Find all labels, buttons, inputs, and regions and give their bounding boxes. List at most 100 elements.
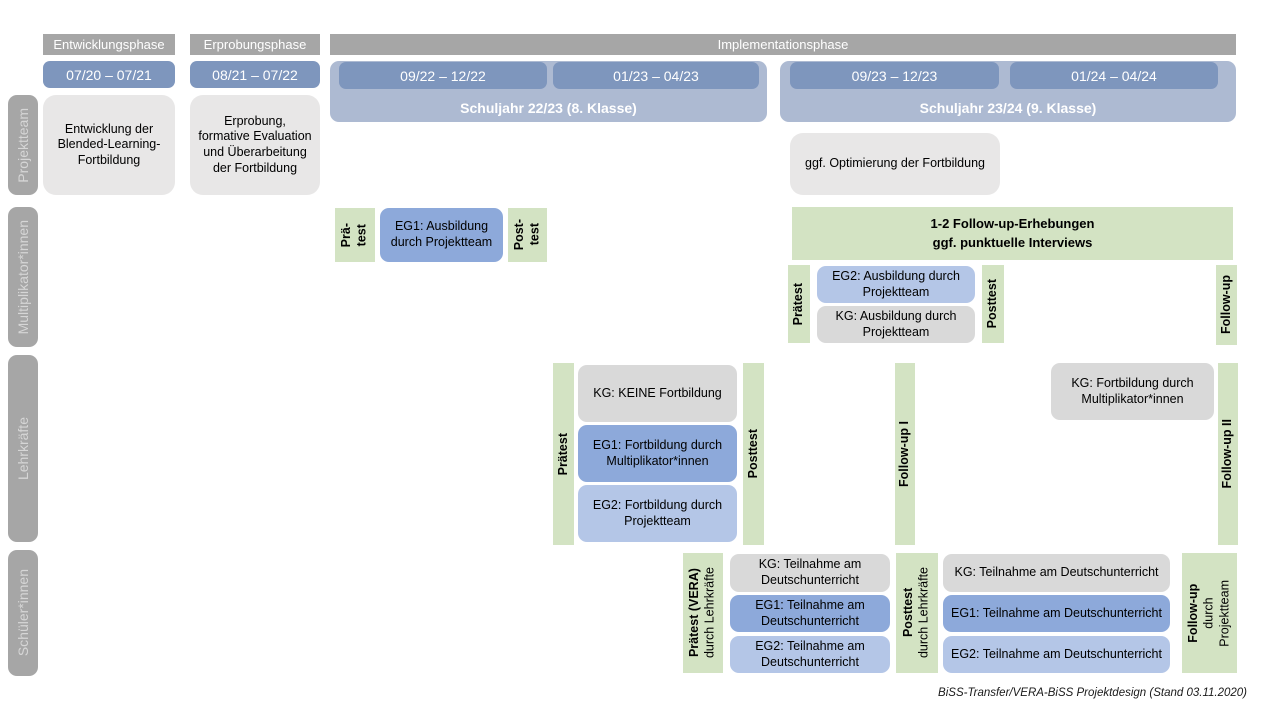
school-year-label-22-23: Schuljahr 22/23 (8. Klasse) [460,100,637,116]
posttest-label: Posttest [901,588,916,638]
date-bar-0922-1222: 09/22 – 12/22 [339,62,547,89]
box-text: KG: Teilnahme am Deutschunterricht [758,557,862,587]
lehrkraefte-posttest-bar: Posttest [743,363,764,545]
box-text: Erprobung, formative Evaluation und Über… [198,113,312,175]
box-kg-keine-fortbildung: KG: KEINE Fortbildung [578,365,737,422]
vertical-text: Prä- test [339,223,370,247]
box-eg2-teilnahme-2: EG2: Teilnahme am Deutschunterricht [943,636,1170,673]
diagram-caption: BiSS-Transfer/VERA-BiSS Projektdesign (S… [938,687,1247,699]
multiplikatoren-posttest-bar-2324: Posttest [982,265,1004,343]
box-text: KG: KEINE Fortbildung [593,385,722,400]
row-label-multiplikatoren: Multiplikator*innen [8,207,38,347]
followup-erhebungen-banner: 1-2 Follow-up-Erhebungen ggf. punktuelle… [792,207,1233,260]
row-label-projektteam: Projektteam [8,95,38,195]
box-text: Entwicklung der Blended-Learning-Fortbil… [57,121,161,167]
praetest-vera-sublabel: durch Lehrkräfte [703,567,717,659]
date-label: 08/21 – 07/22 [212,66,298,83]
box-text: KG: Fortbildung durch Multiplikator*inne… [1071,375,1194,406]
row-label-text: Schüler*innen [15,569,31,657]
row-label-lehrkraefte: Lehrkräfte [8,355,38,542]
followup-sublabel-durch: durch [1201,597,1216,629]
phase-bar-implementation: Implementationsphase [330,34,1236,55]
lehrkraefte-followup1-bar: Follow-up I [895,363,915,545]
date-label: 09/22 – 12/22 [400,67,486,84]
box-text: EG1: Teilnahme am Deutschunterricht [755,597,865,628]
box-kg-teilnahme-1: KG: Teilnahme am Deutschunterricht [730,554,890,592]
lehrkraefte-followup2-bar: Follow-up II [1218,363,1238,545]
date-bar-0821-0722: 08/21 – 07/22 [190,61,320,88]
box-optimierung: ggf. Optimierung der Fortbildung [790,133,1000,195]
date-bar-0720-0721: 07/20 – 07/21 [43,61,175,88]
box-eg1-ausbildung: EG1: Ausbildung durch Projektteam [380,208,503,262]
vertical-text: Follow-up durch Projektteam [1186,580,1233,647]
phase-label-erprobung: Erprobungsphase [203,37,307,52]
posttest-line2: test [527,223,542,247]
multiplikatoren-praetest-bar-2324: Prätest [788,265,810,343]
date-bar-0923-1223: 09/23 – 12/23 [790,62,999,89]
box-text: EG1: Teilnahme am Deutschunterricht [951,605,1162,620]
box-eg2-fortbildung: EG2: Fortbildung durch Projektteam [578,485,737,542]
multiplikatoren-posttest-bar-2223: Post- test [508,208,547,262]
box-text: KG: Ausbildung durch Projektteam [835,308,957,339]
box-text: EG2: Fortbildung durch Projektteam [592,497,723,528]
box-kg-teilnahme-2: KG: Teilnahme am Deutschunterricht [943,554,1170,592]
row-label-text: Projektteam [15,107,31,183]
posttest-label: Posttest [985,279,1000,329]
box-text: EG2: Teilnahme am Deutschunterricht [951,646,1162,661]
praetest-label: Prätest [791,282,806,326]
date-label: 01/24 – 04/24 [1071,67,1157,84]
school-year-block-23-24: 09/23 – 12/23 01/24 – 04/24 Schuljahr 23… [780,61,1236,122]
date-bar-0123-0423: 01/23 – 04/23 [553,62,759,89]
box-text: KG: Teilnahme am Deutschunterricht [954,565,1159,580]
vertical-text: Prätest (VERA) durch Lehrkräfte [687,567,718,658]
phase-bar-entwicklung: Entwicklungsphase [43,34,175,55]
box-entwicklung-fortbildung: Entwicklung der Blended-Learning-Fortbil… [43,95,175,195]
date-bar-0124-0424: 01/24 – 04/24 [1010,62,1218,89]
date-label: 09/23 – 12/23 [851,67,938,84]
row-label-text: Multiplikator*innen [15,219,31,335]
date-label: 07/20 – 07/21 [66,66,152,83]
box-eg2-teilnahme-1: EG2: Teilnahme am Deutschunterricht [730,636,890,673]
box-eg1-teilnahme-2: EG1: Teilnahme am Deutschunterricht [943,595,1170,632]
followup-label: Follow-up [1186,583,1201,643]
box-eg1-teilnahme-1: EG1: Teilnahme am Deutschunterricht [730,595,890,632]
followup1-label: Follow-up I [897,421,912,487]
followup-info-line2: ggf. punktuelle Interviews [932,234,1093,250]
date-label: 01/23 – 04/23 [613,67,699,84]
phase-label-implementation: Implementationsphase [717,37,849,52]
posttest-label: Posttest [745,429,760,479]
box-kg-ausbildung: KG: Ausbildung durch Projektteam [817,306,975,343]
phase-label-entwicklung: Entwicklungsphase [53,37,165,52]
box-eg1-fortbildung: EG1: Fortbildung durch Multiplikator*inn… [578,425,737,482]
box-text: EG1: Fortbildung durch Multiplikator*inn… [592,437,723,468]
schueler-praetest-vera-bar: Prätest (VERA) durch Lehrkräfte [683,553,723,673]
phase-bar-erprobung: Erprobungsphase [190,34,320,55]
school-year-label-23-24: Schuljahr 23/24 (9. Klasse) [919,100,1097,116]
followup-label: Follow-up [1218,275,1233,335]
schueler-followup-bar: Follow-up durch Projektteam [1182,553,1237,673]
posttest-sublabel: durch Lehrkräfte [917,567,931,659]
box-text: EG1: Ausbildung durch Projektteam [390,219,493,249]
followup-sublabel-projektteam: Projektteam [1217,579,1232,647]
box-eg2-ausbildung: EG2: Ausbildung durch Projektteam [817,266,975,303]
box-text: EG2: Teilnahme am Deutschunterricht [755,638,865,669]
multiplikatoren-followup-bar: Follow-up [1216,265,1237,345]
schueler-posttest-bar: Posttest durch Lehrkräfte [896,553,938,673]
school-year-block-22-23: 09/22 – 12/22 01/23 – 04/23 Schuljahr 22… [330,61,767,122]
lehrkraefte-praetest-bar: Prätest [553,363,574,545]
box-kg-fortbildung-multiplikatoren: KG: Fortbildung durch Multiplikator*inne… [1051,363,1214,420]
posttest-line1: Post- [511,219,526,251]
followup-info-line1: 1-2 Follow-up-Erhebungen [930,216,1095,232]
vertical-text: Posttest durch Lehrkräfte [901,567,932,658]
praetest-line2: test [355,223,369,247]
followup2-label: Follow-up II [1220,419,1235,489]
box-text: EG2: Ausbildung durch Projektteam [832,268,960,299]
praetest-label: Prätest [555,432,570,476]
box-text: ggf. Optimierung der Fortbildung [805,156,985,171]
vertical-text: Post- test [512,219,543,250]
box-erprobung-evaluation: Erprobung, formative Evaluation und Über… [190,95,320,195]
praetest-vera-label: Prätest (VERA) [687,568,702,658]
multiplikatoren-praetest-bar-2223: Prä- test [335,208,375,262]
praetest-line1: Prä- [339,222,354,248]
